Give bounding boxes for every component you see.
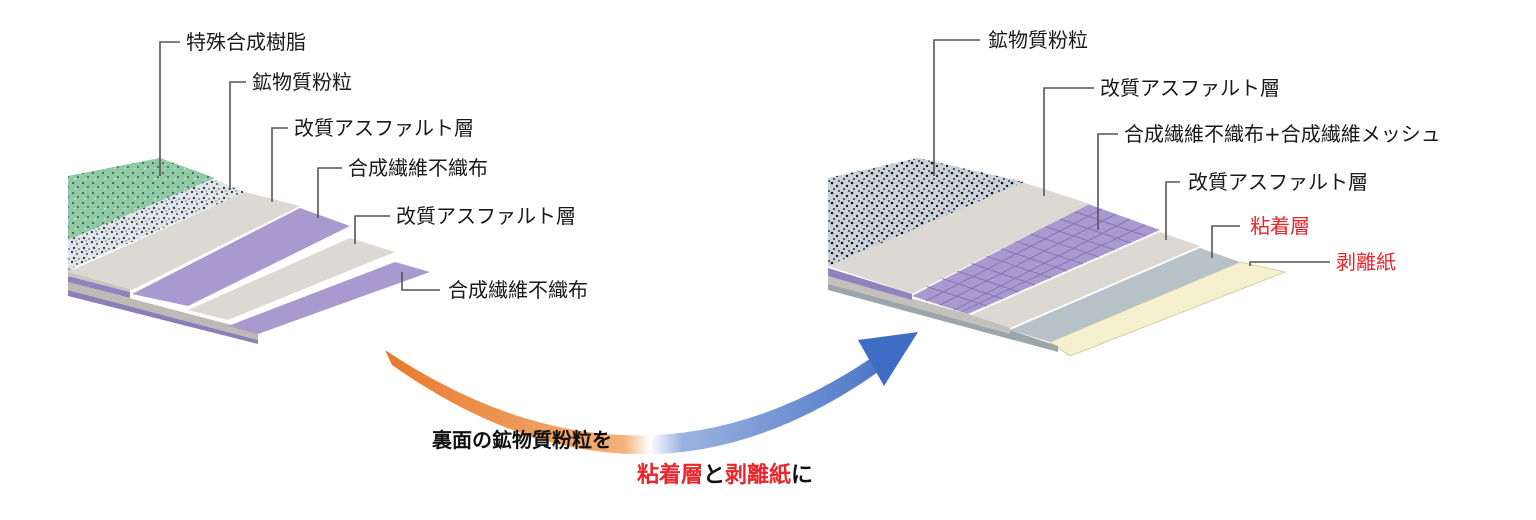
right-leaders: [933, 39, 1330, 266]
left-resin: [68, 158, 215, 240]
right-asphalt-edge: [828, 276, 1010, 334]
right-mesh-grid: [912, 208, 1147, 313]
left-label-granules: 鉱物質粉粒: [252, 70, 352, 94]
right-label-asphalt-upper: 改質アスファルト層: [1100, 76, 1280, 100]
right-label-release-paper: 剥離紙: [1336, 250, 1396, 274]
left-label-asphalt-lower: 改質アスファルト層: [396, 204, 576, 228]
left-membrane: [68, 158, 430, 344]
caption-to: に: [791, 463, 814, 488]
right-asphalt-upper: [828, 182, 1090, 294]
right-membrane: [828, 158, 1287, 357]
right-label-mesh: 合成繊維不織布+合成繊維メッシュ: [1124, 122, 1441, 146]
right-label-adhesive: 粘着層: [1250, 214, 1310, 238]
right-mesh-edge: [828, 268, 912, 300]
left-label-resin: 特殊合成樹脂: [186, 30, 306, 54]
caption-adhesive: 粘着層: [637, 463, 704, 488]
curved-arrow-icon: [385, 332, 918, 455]
left-label-nonwoven-lower: 合成繊維不織布: [448, 278, 588, 302]
caption-and: と: [703, 463, 726, 488]
right-adhesive: [1010, 248, 1240, 342]
caption-line-2: 粘着層と剥離紙に: [637, 457, 813, 489]
left-base-edge: [68, 290, 258, 344]
left-nonwoven-upper: [132, 208, 350, 306]
left-label-nonwoven-upper: 合成繊維不織布: [348, 156, 488, 180]
left-edge-nonwoven-upper: [68, 276, 130, 298]
left-edge-asphalt: [68, 282, 258, 340]
right-release-paper: [1048, 261, 1287, 357]
caption-release-paper: 剥離紙: [725, 463, 792, 488]
left-asphalt-lower: [188, 238, 395, 320]
left-asphalt-upper: [68, 192, 300, 290]
right-asphalt-lower: [968, 232, 1200, 328]
left-nonwoven-lower: [228, 262, 430, 334]
left-label-asphalt-upper: 改質アスファルト層: [294, 116, 474, 140]
right-label-asphalt-lower: 改質アスファルト層: [1188, 170, 1368, 194]
left-leaders: [159, 41, 440, 291]
right-granules: [828, 158, 1024, 266]
right-adhesive-edge: [828, 284, 1058, 352]
caption-line-1: 裏面の鉱物質粉粒を: [432, 428, 612, 452]
right-label-granules: 鉱物質粉粒: [988, 28, 1088, 52]
